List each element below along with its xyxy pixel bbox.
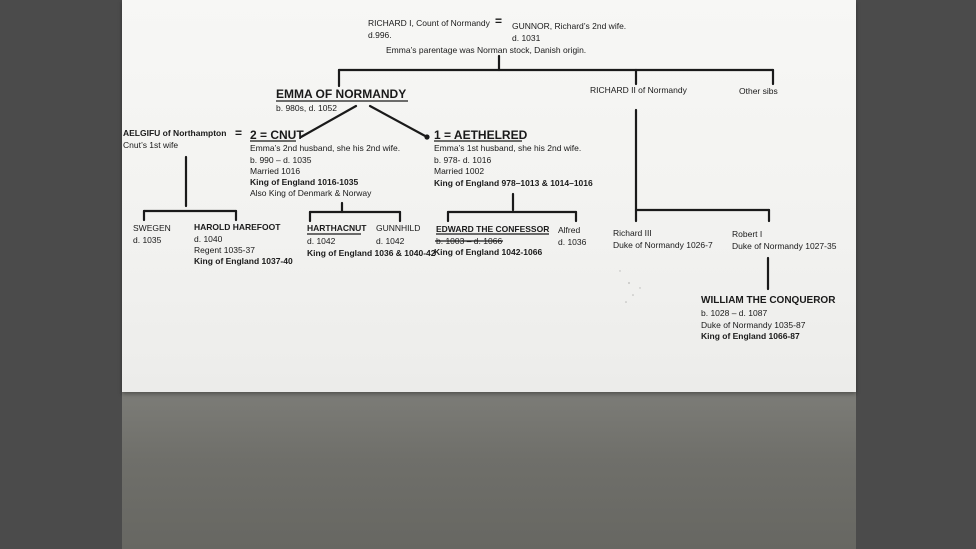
parentage-note: Emma’s parentage was Norman stock, Danis… [386, 45, 586, 57]
marriage-equals-cnut: = [235, 128, 242, 140]
gunnhild-died: d. 1042 [376, 236, 404, 248]
william-dates: b. 1028 – d. 1087 [701, 308, 767, 320]
aethelred-name: 1 = AETHELRED [434, 128, 527, 142]
gunnor-died: d. 1031 [512, 33, 540, 45]
line-emma-aethelred [370, 106, 427, 137]
cnut-line-1: Emma’s 2nd husband, she his 2nd wife. [250, 143, 400, 155]
william-name: WILLIAM THE CONQUEROR [701, 295, 835, 307]
cnut-name: 2 = CNUT [250, 128, 304, 142]
edward-name: EDWARD THE CONFESSOR [436, 224, 549, 236]
harold-regent: Regent 1035-37 [194, 245, 255, 257]
harthacnut-name: HARTHACNUT [307, 223, 367, 235]
richard2-name: RICHARD II of Normandy [590, 85, 687, 97]
harold-name: HAROLD HAREFOOT [194, 222, 280, 234]
richard3-title: Duke of Normandy 1026-7 [613, 240, 713, 252]
cnut-line-3: Married 1016 [250, 166, 300, 178]
alfred-died: d. 1036 [558, 237, 586, 249]
richard1-died: d.996. [368, 30, 392, 42]
cnut-reign: King of England 1016-1035 [250, 177, 358, 189]
cnut-extra: Also King of Denmark & Norway [250, 188, 371, 200]
gunnor-name: GUNNOR, Richard’s 2nd wife. [512, 21, 626, 33]
harthacnut-died: d. 1042 [307, 236, 335, 248]
gunnhild-name: GUNNHILD [376, 223, 420, 235]
william-title: Duke of Normandy 1035-87 [701, 320, 805, 332]
robert1-name: Robert I [732, 229, 762, 241]
emma-name: EMMA OF NORMANDY [276, 87, 406, 101]
cnut-line-2: b. 990 – d. 1035 [250, 155, 311, 167]
aethelred-reign: King of England 978–1013 & 1014–1016 [434, 178, 593, 190]
harthacnut-reign: King of England 1036 & 1040-42 [307, 248, 435, 260]
aelgifu-note: Cnut’s 1st wife [123, 140, 178, 152]
aethelred-line-3: Married 1002 [434, 166, 484, 178]
richard1-name: RICHARD I, Count of Normandy [368, 18, 490, 30]
aethelred-line-2: b. 978- d. 1016 [434, 155, 491, 167]
marriage-equals-top: = [495, 16, 502, 28]
aethelred-line-1: Emma’s 1st husband, she his 2nd wife. [434, 143, 581, 155]
harold-reign: King of England 1037-40 [194, 256, 293, 268]
richard3-name: Richard III [613, 228, 652, 240]
swegen-died: d. 1035 [133, 235, 161, 247]
alfred-name: Alfred [558, 225, 580, 237]
harold-died: d. 1040 [194, 234, 222, 246]
emma-dates: b. 980s, d. 1052 [276, 103, 337, 115]
aelgifu-name: AELGIFU of Northampton [123, 128, 226, 140]
edward-dates: b. 1003 – d. 1066 [436, 236, 502, 248]
robert1-title: Duke of Normandy 1027-35 [732, 241, 836, 253]
edward-reign: King of England 1042-1066 [434, 247, 542, 259]
william-reign: King of England 1066-87 [701, 331, 800, 343]
swegen-name: SWEGEN [133, 223, 171, 235]
other-sibs: Other sibs [739, 86, 778, 98]
